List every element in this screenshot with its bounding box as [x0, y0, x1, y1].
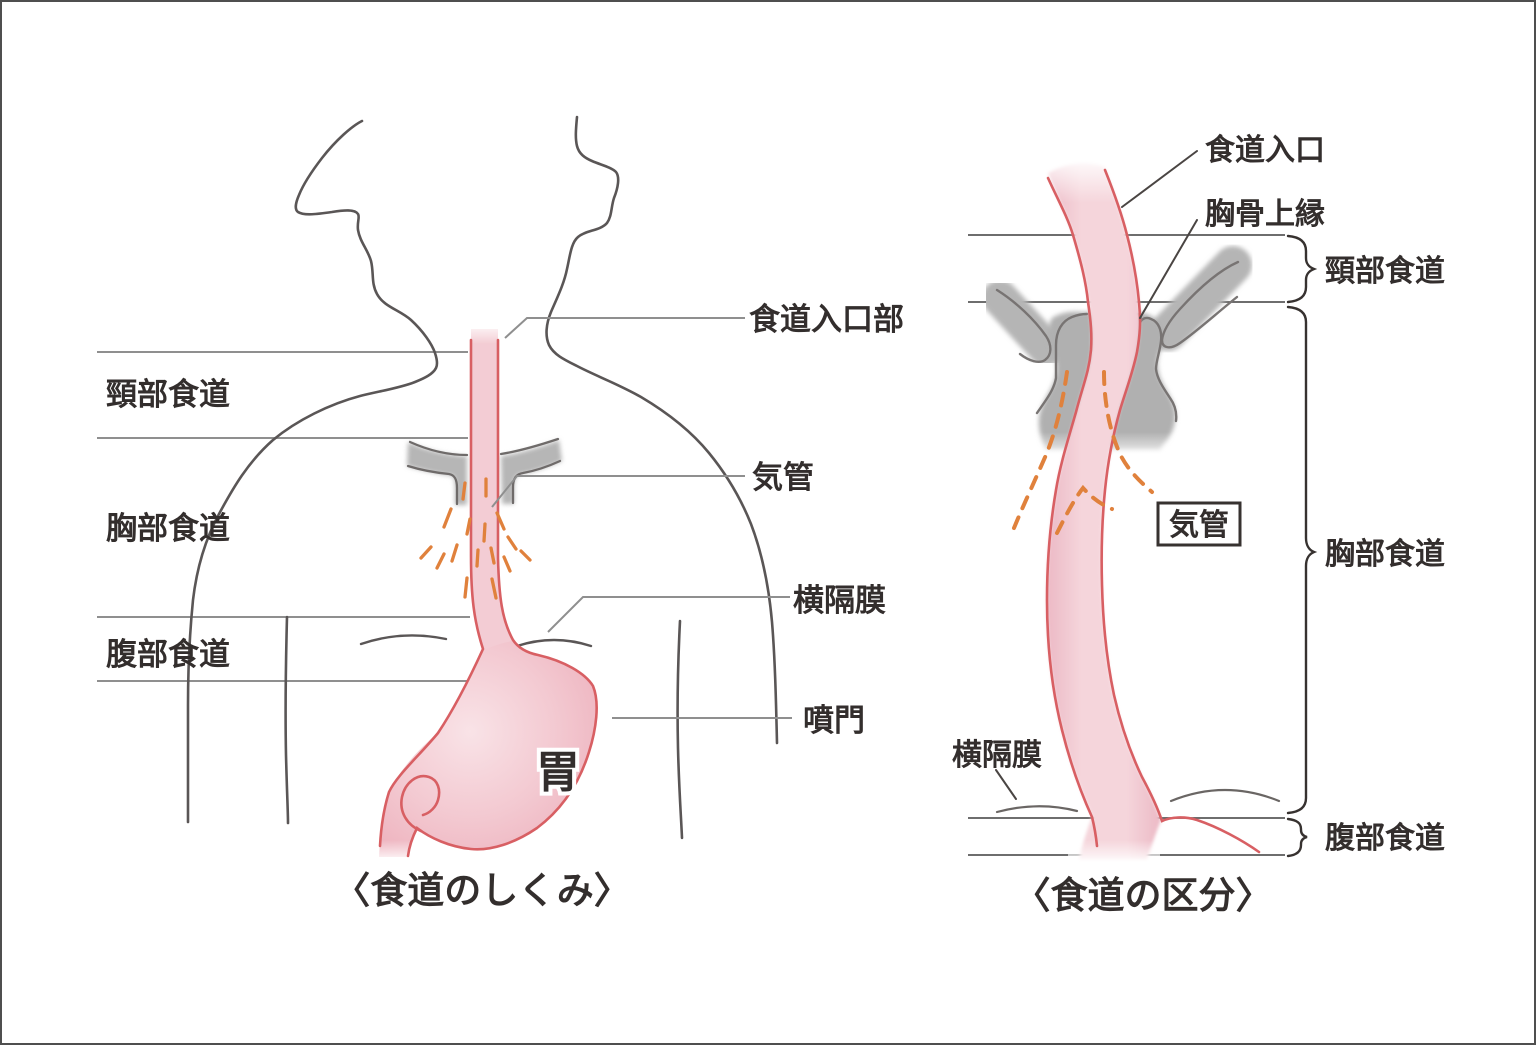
label-thoracic-esophagus-left: 胸部食道 [106, 511, 230, 547]
leader-lines-right-panel [995, 150, 1198, 800]
esophagus-right-edge-stomach-outline [406, 338, 598, 858]
clavicle-right-fill [1149, 246, 1252, 351]
diaphragm-arc-right [515, 638, 593, 648]
trachea-dashes-left-panel [419, 477, 532, 600]
entrance-leader-right [1121, 150, 1198, 208]
stomach-fill [379, 641, 596, 857]
label-thoracic-esophagus-right: 胸部食道 [1325, 537, 1445, 572]
left-panel: 頸部食道 胸部食道 腹部食道 食道入口部 気管 横隔膜 噴門 胃 〈食道のしくみ… [97, 115, 904, 912]
label-cervical-esophagus-left: 頸部食道 [106, 377, 230, 413]
diaphragm-arc-left [359, 634, 448, 646]
region-boundary-lines-left [97, 351, 492, 682]
label-esophagus-entrance-right: 食道入口 [1205, 133, 1325, 168]
label-abdominal-esophagus-left: 腹部食道 [106, 637, 230, 673]
esophagus-left-edge [378, 338, 485, 848]
tube-top-fade-right [1032, 155, 1144, 203]
collar-right-bottom-edge [511, 459, 562, 505]
entrance-leader-line [504, 317, 745, 339]
caption-left-panel: 〈食道のしくみ〉 [333, 869, 630, 912]
trachea-label-box [1156, 501, 1242, 547]
diaphragm-arcs-right [995, 788, 1281, 814]
label-cardia: 噴門 [803, 703, 865, 739]
left-inner-arm-line [284, 615, 290, 825]
right-panel: 気管 食道入口 胸骨上縁 頸部食道 胸部食道 横隔膜 腹部食道 〈食道の区分〉 [952, 133, 1445, 917]
brace-cervical [1286, 234, 1318, 304]
collar-right-top-edge [499, 437, 560, 456]
esophagus-top-fade [464, 322, 504, 344]
body-outline [186, 115, 779, 840]
tube-right-edge-cardia-curve [1100, 168, 1261, 854]
sternum-outline-left [1035, 312, 1089, 415]
label-diaphragm-right: 横隔膜 [952, 738, 1042, 773]
collar-left-top-edge [408, 440, 469, 457]
diaphragm-leader-right [995, 769, 1017, 800]
sternum-top-leader [1139, 219, 1198, 319]
diaphragm-arc-left-right-panel [995, 805, 1079, 814]
duodenum-stub-fade [372, 840, 416, 862]
right-inner-arm-line [676, 619, 684, 840]
face-profile-line [186, 119, 439, 824]
label-cervical-esophagus-right: 頸部食道 [1325, 254, 1445, 289]
collar-bones-left-panel [406, 437, 562, 506]
clavicle-left-outline [995, 288, 1052, 363]
trachea-dashed-right-panel [1012, 370, 1154, 535]
esophagus-tube-fill-right-panel [1047, 163, 1161, 860]
trachea-dash-carina [1055, 484, 1114, 535]
collar-left-fill [407, 442, 467, 505]
caption-right-panel: 〈食道の区分〉 [1014, 874, 1273, 917]
label-esophagus-entrance-left: 食道入口部 [749, 302, 904, 338]
tube-bottom-fade-right [1068, 840, 1160, 864]
collar-right-fill [501, 440, 562, 504]
label-stomach: 胃 [536, 747, 580, 798]
esophagus-outline-right-panel [1045, 168, 1261, 854]
diaphragm-leader-line [547, 596, 790, 633]
tube-left-edge-right-panel [1045, 176, 1099, 848]
trachea-dash-right-branch [1102, 370, 1154, 494]
brace-abdominal [1286, 817, 1308, 858]
label-diaphragm-left: 横隔膜 [793, 583, 886, 619]
label-abdominal-esophagus-right: 腹部食道 [1325, 821, 1445, 856]
collar-left-bottom-edge [406, 464, 459, 506]
head-back-shoulder-line [545, 115, 779, 745]
region-braces [1286, 234, 1318, 858]
pylorus-curl [400, 774, 441, 833]
esophagus-stomach-outline [378, 338, 598, 858]
diaphragm-arc-right-right-panel [1169, 788, 1281, 803]
trachea-leader-line [491, 475, 745, 508]
label-trachea-left: 気管 [752, 460, 814, 496]
esophagus-tube-fill-left-panel [471, 329, 513, 651]
clavicle-left-fill [982, 280, 1064, 366]
leader-lines-left-panel [491, 317, 792, 719]
trachea-dash-left-branch [1012, 370, 1069, 530]
brace-thoracic [1286, 305, 1318, 815]
label-trachea-right: 気管 [1169, 508, 1229, 543]
label-sternum-top: 胸骨上縁 [1205, 197, 1325, 232]
